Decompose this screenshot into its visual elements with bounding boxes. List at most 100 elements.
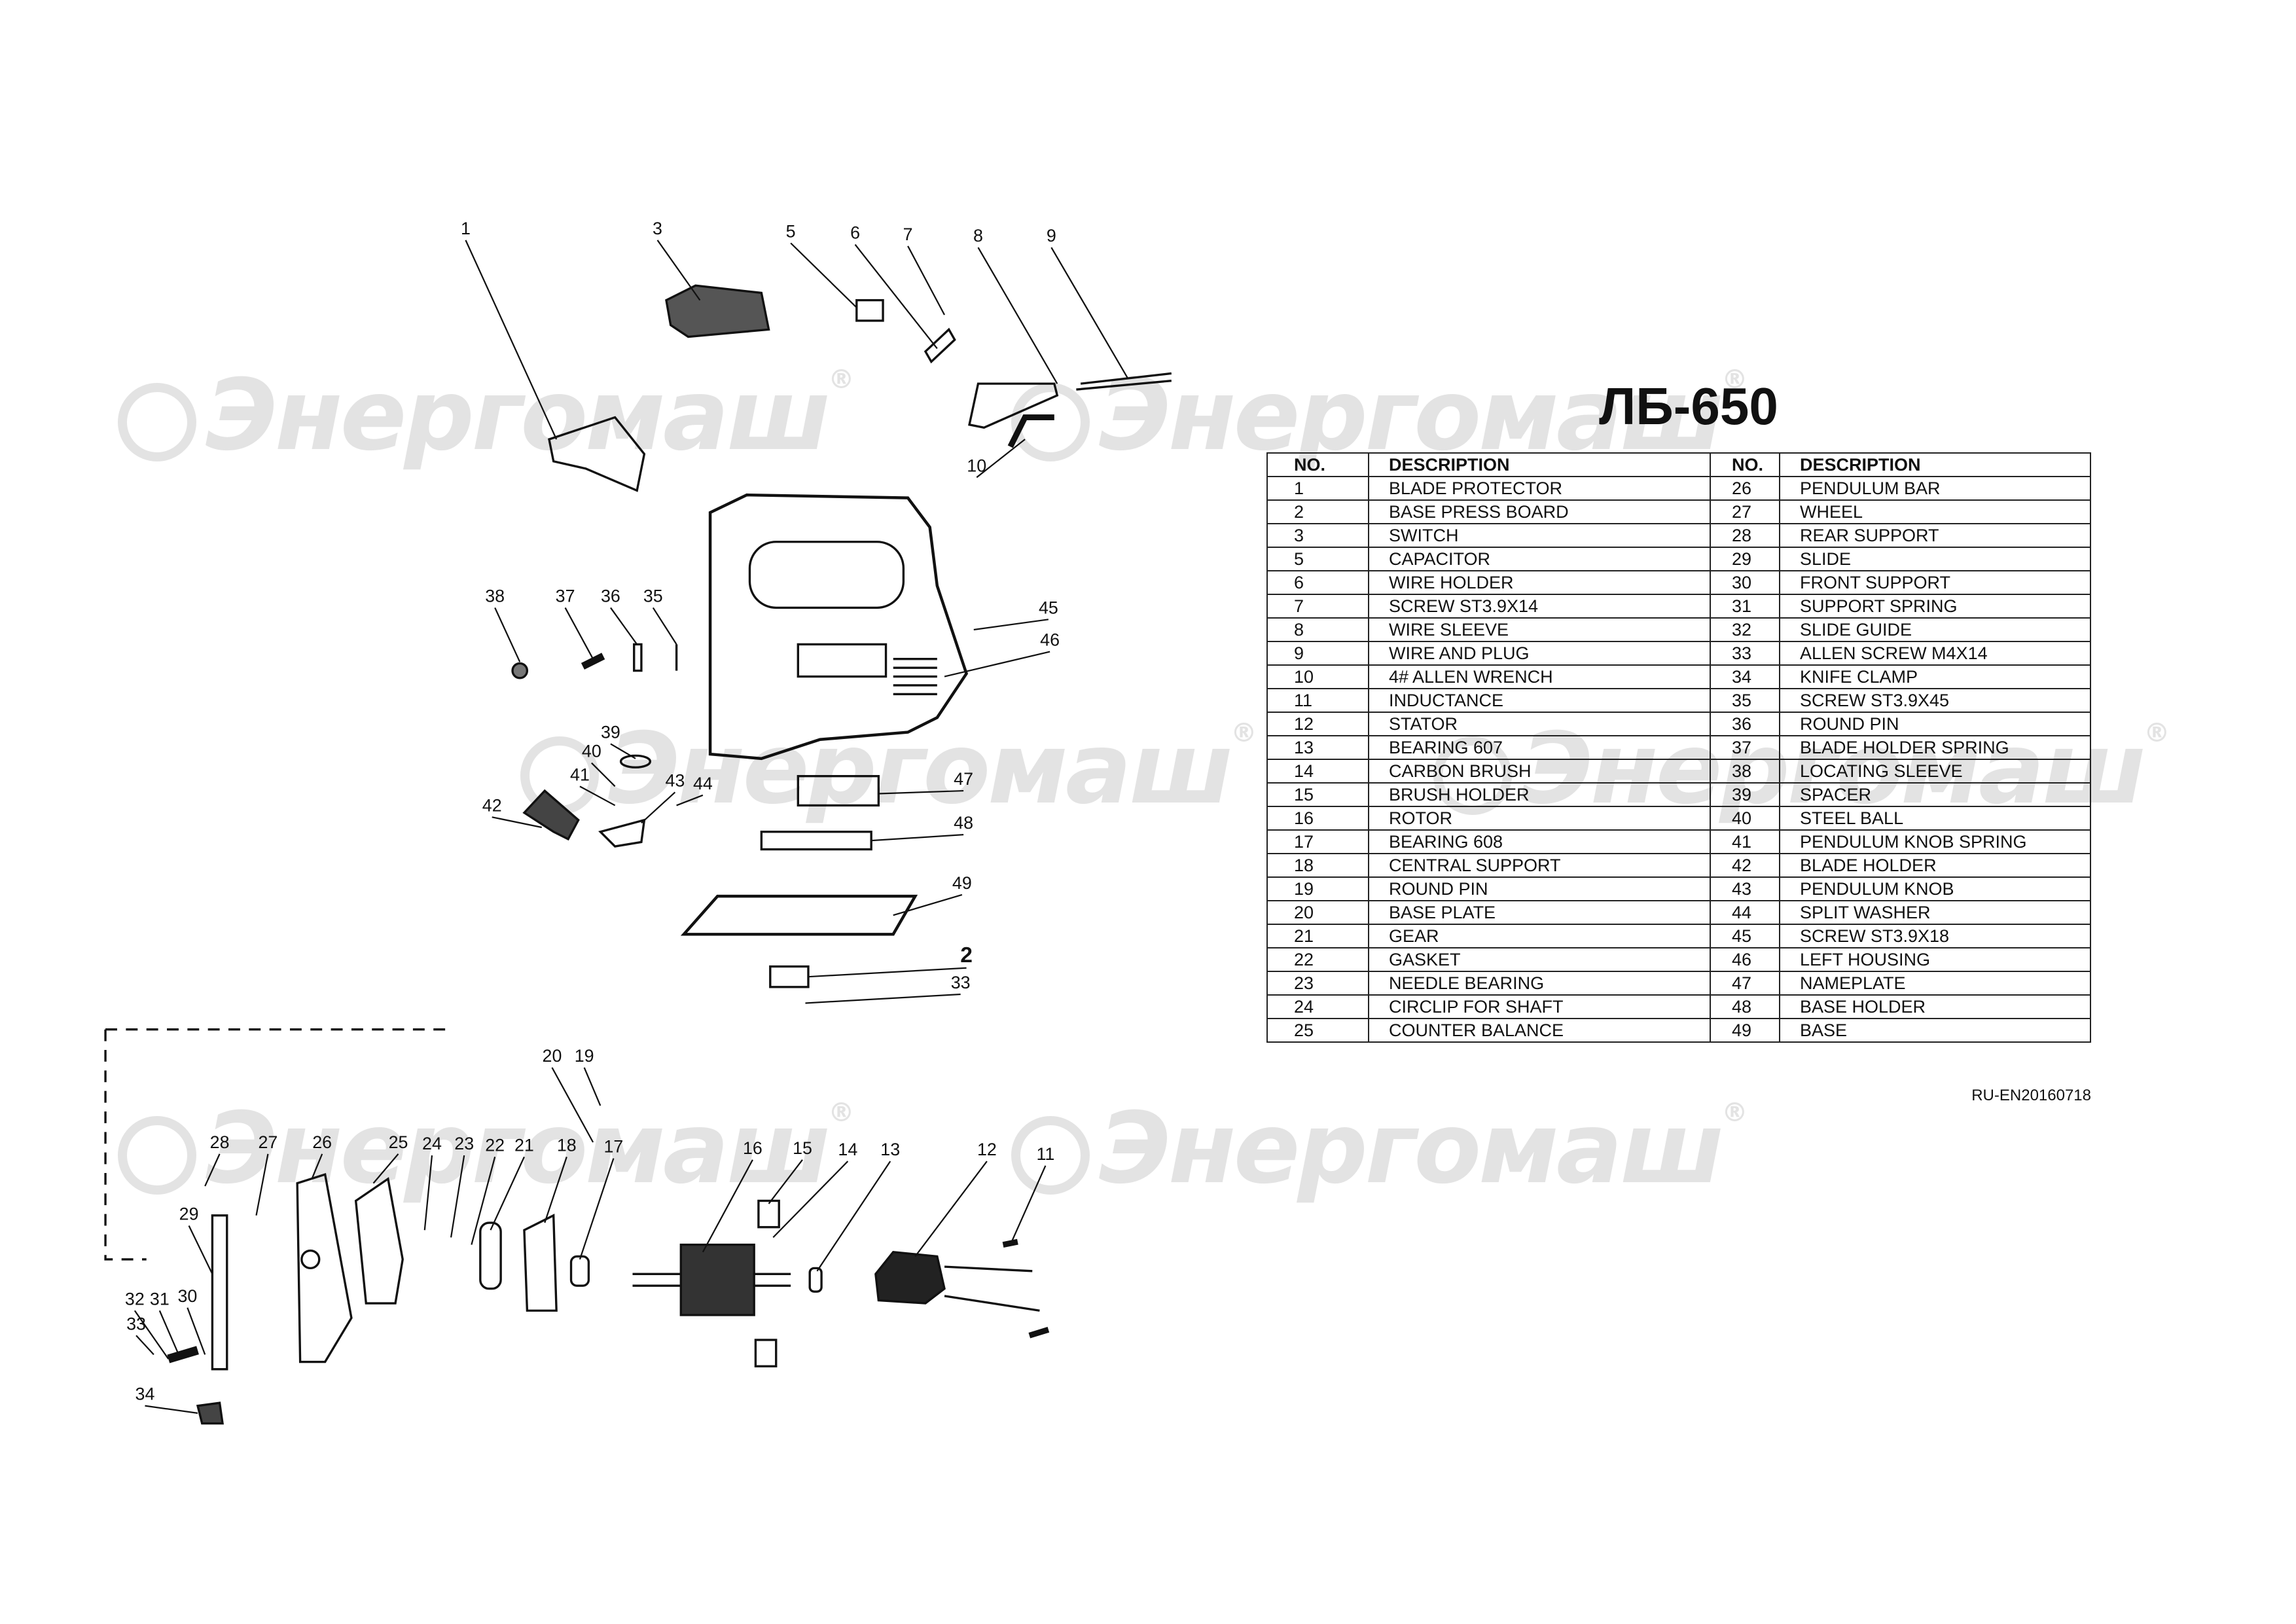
callout-label: 24 bbox=[422, 1134, 442, 1153]
stator-wires bbox=[944, 1265, 1040, 1312]
part-number: 19 bbox=[1266, 876, 1369, 901]
leader-line bbox=[702, 1159, 753, 1253]
leader-line bbox=[579, 1158, 615, 1260]
part-description: BLADE HOLDER bbox=[1779, 853, 2091, 878]
part-number: 34 bbox=[1710, 664, 1780, 689]
watermark: Энергомаш® bbox=[118, 365, 854, 465]
callout-label: 32 bbox=[125, 1289, 145, 1308]
part-description: BEARING 607 bbox=[1368, 735, 1711, 760]
leader-line bbox=[656, 240, 701, 301]
part-number: 32 bbox=[1710, 617, 1780, 642]
callout-label: 41 bbox=[570, 765, 590, 784]
callout-label: 12 bbox=[977, 1140, 997, 1159]
callout-label: 15 bbox=[793, 1138, 812, 1158]
watermark: Энергомаш® bbox=[1011, 367, 1748, 465]
part-number: 7 bbox=[1266, 594, 1369, 619]
callout-label: 8 bbox=[973, 226, 983, 245]
part-description: SCREW ST3.9X45 bbox=[1779, 688, 2091, 713]
leader-line bbox=[135, 1335, 154, 1356]
housing-vents bbox=[893, 658, 937, 696]
callout-label: 28 bbox=[210, 1132, 230, 1152]
header-description: DESCRIPTION bbox=[1368, 452, 1711, 477]
part-description: GEAR bbox=[1368, 924, 1711, 948]
callout-label: 20 bbox=[543, 1046, 562, 1066]
slide bbox=[211, 1214, 228, 1371]
part-number: 44 bbox=[1710, 900, 1780, 925]
part-number: 2 bbox=[1266, 499, 1369, 524]
callout-label: 6 bbox=[850, 223, 860, 243]
callout-label: 38 bbox=[485, 586, 505, 605]
part-description: 4# ALLEN WRENCH bbox=[1368, 664, 1711, 689]
watermark-reg: ® bbox=[828, 365, 854, 395]
callout-label: 19 bbox=[575, 1046, 594, 1066]
part-description: BASE PLATE bbox=[1368, 900, 1711, 925]
callout-label: 40 bbox=[582, 742, 601, 761]
part-number: 35 bbox=[1710, 688, 1780, 713]
leader-line bbox=[134, 1310, 170, 1360]
callout-label: 10 bbox=[967, 456, 986, 475]
part-number: 15 bbox=[1266, 782, 1369, 807]
part-number: 5 bbox=[1266, 547, 1369, 571]
callout-label: 26 bbox=[312, 1132, 332, 1152]
callout-label: 33 bbox=[126, 1314, 146, 1333]
document-id: RU-EN20160718 bbox=[1971, 1087, 2091, 1104]
part-number: 12 bbox=[1266, 712, 1369, 736]
locating-sleeve bbox=[511, 662, 529, 679]
part-description: WIRE HOLDER bbox=[1368, 570, 1711, 595]
leader-line bbox=[652, 607, 677, 645]
header-description: DESCRIPTION bbox=[1779, 452, 2091, 477]
spacer bbox=[619, 754, 652, 768]
watermark-text: Энергомаш bbox=[608, 712, 1233, 826]
callout-label: 33 bbox=[951, 973, 971, 992]
part-description: SLIDE bbox=[1779, 547, 2091, 571]
switch bbox=[665, 284, 770, 338]
part-number: 26 bbox=[1710, 476, 1780, 501]
watermark: Энергомаш® bbox=[118, 1100, 854, 1198]
callout-label: 23 bbox=[454, 1134, 474, 1153]
part-description: INDUCTANCE bbox=[1368, 688, 1711, 713]
leader-line bbox=[494, 607, 521, 662]
part-number: 6 bbox=[1266, 570, 1369, 595]
callout-label: 42 bbox=[482, 795, 502, 815]
header-no: NO. bbox=[1266, 452, 1369, 477]
housing-slot bbox=[797, 643, 888, 678]
part-number: 40 bbox=[1710, 806, 1780, 831]
callout-label: 35 bbox=[643, 586, 663, 605]
part-description: SLIDE GUIDE bbox=[1779, 617, 2091, 642]
part-description: BLADE HOLDER SPRING bbox=[1779, 735, 2091, 760]
callout-label: 46 bbox=[1040, 630, 1060, 650]
base-holder bbox=[760, 831, 872, 851]
leader-line bbox=[768, 1159, 803, 1204]
base-press-board bbox=[769, 965, 810, 988]
part-description: BEARING 608 bbox=[1368, 829, 1711, 854]
part-number: 43 bbox=[1710, 876, 1780, 901]
callout-label: 22 bbox=[485, 1135, 505, 1155]
part-description: SPLIT WASHER bbox=[1779, 900, 2091, 925]
callout-label: 48 bbox=[954, 813, 973, 833]
leader-line bbox=[1009, 1165, 1047, 1246]
part-description: ALLEN SCREW M4X14 bbox=[1779, 641, 2091, 666]
leader-line bbox=[973, 619, 1049, 631]
part-number: 14 bbox=[1266, 759, 1369, 784]
wire-sleeve bbox=[968, 382, 1059, 429]
leader-line bbox=[907, 245, 946, 316]
part-number: 16 bbox=[1266, 806, 1369, 831]
callout-label: 11 bbox=[1036, 1144, 1054, 1164]
part-number: 47 bbox=[1710, 971, 1780, 996]
pendulum-bar-hole bbox=[300, 1249, 321, 1270]
part-number: 25 bbox=[1266, 1018, 1369, 1043]
leader-line bbox=[471, 1157, 496, 1245]
part-description: KNIFE CLAMP bbox=[1779, 664, 2091, 689]
watermark-text: Энергомаш bbox=[206, 359, 831, 473]
leader-line bbox=[610, 607, 638, 645]
part-description: COUNTER BALANCE bbox=[1368, 1018, 1711, 1043]
